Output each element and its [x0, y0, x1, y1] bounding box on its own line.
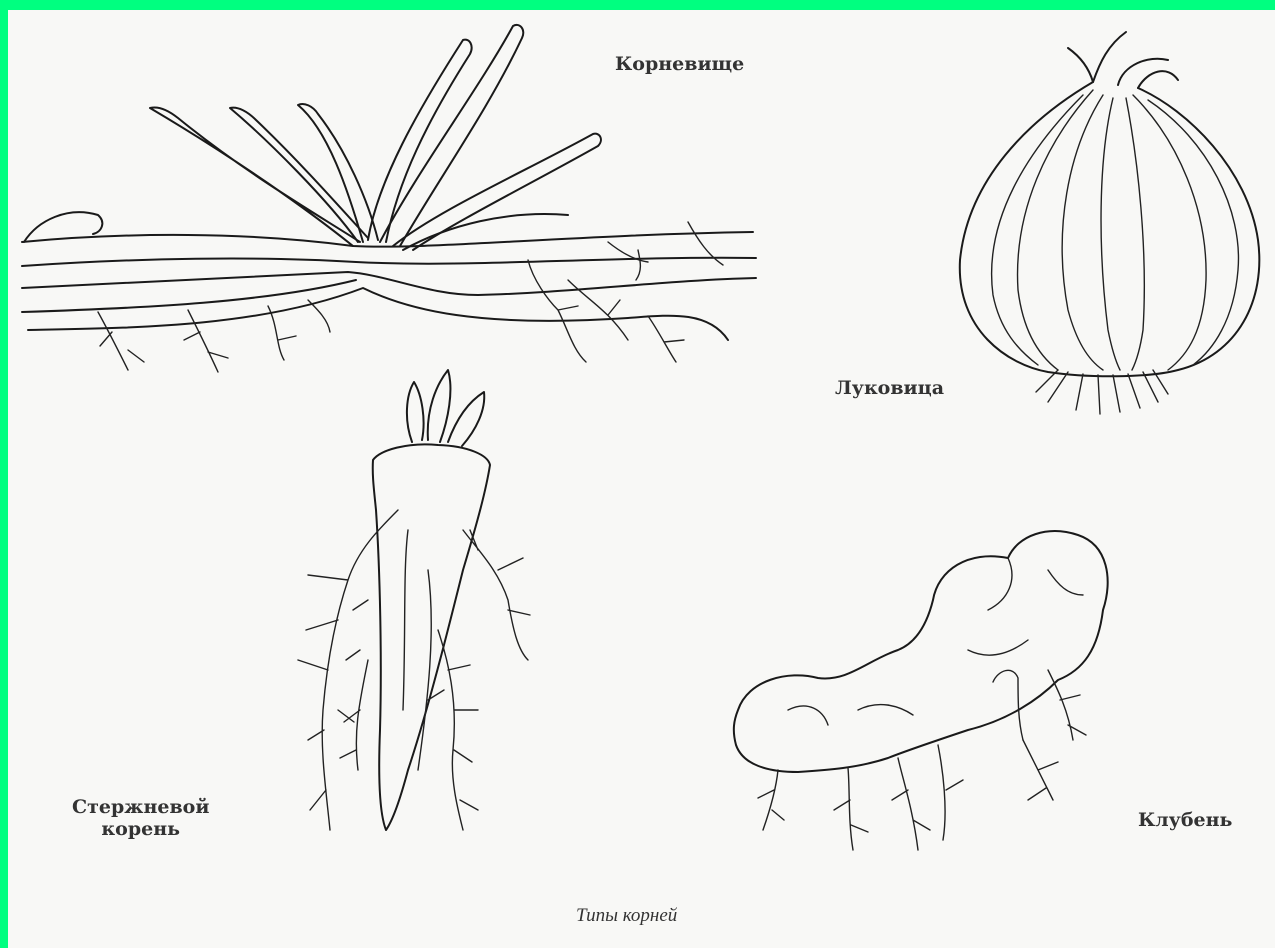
rhizome-label: Корневище — [615, 54, 744, 76]
bulb-illustration — [960, 32, 1260, 414]
diagram-caption: Типы корней — [576, 905, 677, 927]
taproot-label: Стержневой корень — [72, 797, 209, 841]
rhizome-illustration — [22, 25, 756, 372]
tuber-label: Клубень — [1138, 810, 1232, 832]
bulb-label: Луковица — [835, 378, 944, 400]
tuber-illustration — [734, 531, 1108, 850]
diagram-canvas: Корневище Луковица Стержневой корень Клу… — [8, 10, 1275, 948]
taproot-illustration — [298, 370, 530, 830]
